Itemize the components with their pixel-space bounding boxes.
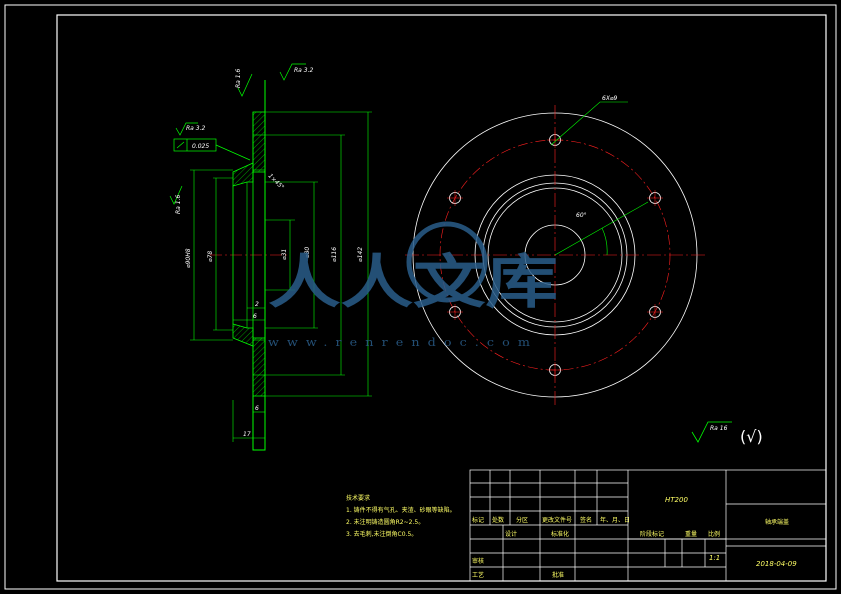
inner-border [56,14,827,582]
diameter-dims-right [265,111,372,397]
tb-sign: 签名 [580,516,592,524]
width-dims [232,307,265,442]
dim-d78: ⌀78 [207,251,214,262]
tb-process: 工艺 [472,571,484,579]
tb-date: 2018-04-09 [756,560,797,568]
tech-req-1: 1. 铸件不得有气孔、夹渣、砂眼等缺陷。 [346,506,456,514]
tb-change: 更改文件号 [542,516,572,524]
spigot-hatch-top [232,162,254,187]
ra32-top: Ra 3.2 [294,67,313,74]
hole-leader [550,101,628,146]
tb-count: 处数 [492,516,504,524]
ra32-left: Ra 3.2 [186,125,205,132]
watermark: 人人文库 www.renrendoc.com [268,221,558,349]
holes-label: 6X⌀9 [602,95,618,102]
roughness-top-left [237,63,306,97]
runout-value: 0.025 [192,143,209,150]
angle-leader [554,201,649,256]
ra16-top: Ra 1.6 [235,69,242,88]
tb-standard: 标准化 [551,530,569,538]
angle-label: 60° [576,212,587,219]
roughness-left [169,185,183,205]
watermark-url: www.renrendoc.com [268,336,538,349]
tb-scale: 比例 [708,530,720,538]
tb-scale-value: 1:1 [709,554,720,562]
tb-material: HT200 [665,496,688,504]
dim-w2: 2 [255,301,259,308]
dim-d142: ⌀142 [357,247,364,262]
tb-part-name: 轴承端盖 [765,518,789,526]
spigot-hatch-bottom [232,323,254,347]
tb-stage: 阶段标记 [640,530,664,538]
title-block-text: 标记 处数 分区 更改文件号 签名 年、月、日 设计 标准化 阶段标记 重量 比… [472,496,797,579]
front-view [405,101,705,405]
technical-requirements: 技术要求 1. 铸件不得有气孔、夹渣、砂眼等缺陷。 2. 未注明铸造圆角R2~2… [346,494,456,538]
tech-req-title: 技术要求 [346,494,370,502]
general-ra-other: (√) [740,427,763,446]
dim-d90: ⌀90H8 [185,248,192,268]
dim-d80: ⌀80 [304,247,311,258]
tb-date-label: 年、月、日 [600,516,630,524]
tech-req-3: 3. 去毛刺,未注倒角C0.5。 [346,530,417,538]
tb-review: 审核 [472,557,484,565]
ra16-left: Ra 1.6 [175,195,182,214]
dim-d116: ⌀116 [331,247,338,262]
tb-mark: 标记 [472,516,484,524]
general-roughness [691,421,732,443]
dim-w17: 17 [243,431,251,438]
general-ra: Ra 16 [710,425,728,432]
flange-hatch-top [252,111,266,173]
dim-w6b: 6 [255,405,259,412]
dim-w6: 6 [253,313,257,320]
diameter-dims-left [190,169,233,341]
watermark-text: 人人文库 [268,248,558,316]
runout-frame [173,122,251,161]
outer-border [4,4,837,590]
title-block [469,469,827,582]
section-outline [252,80,266,451]
tb-weight: 重量 [685,530,697,538]
flange-hatch-bottom [252,337,266,397]
tb-approve: 批准 [552,571,564,579]
dim-d31: ⌀31 [281,249,288,260]
angle-arc [601,227,608,256]
tb-design: 设计 [505,530,517,538]
tech-req-2: 2. 未注明铸造圆角R2~2.5。 [346,518,424,526]
watermark-logo-ring [406,221,488,303]
tb-zone: 分区 [516,516,528,524]
